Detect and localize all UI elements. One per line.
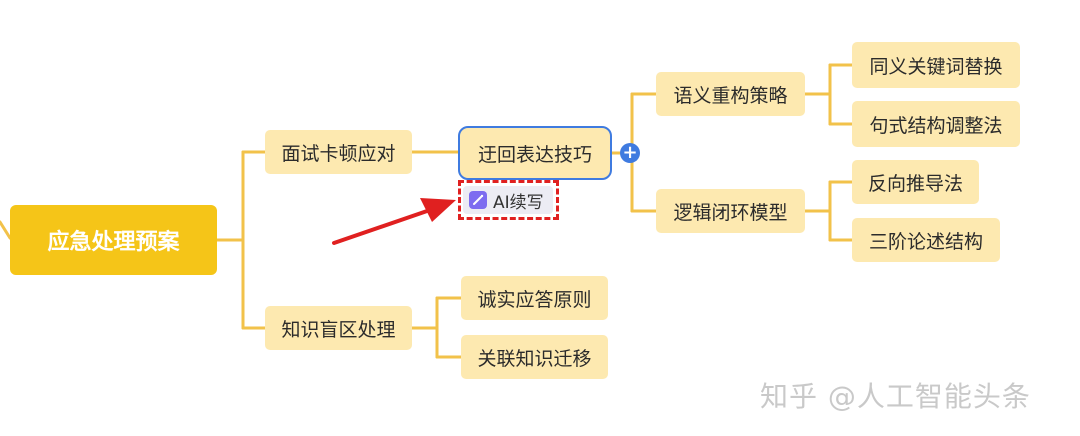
leaf-reverse-deduction[interactable]: 反向推导法: [852, 160, 979, 204]
leaf-label: 同义关键词替换: [869, 55, 1003, 78]
branch-node-label: 知识盲区处理: [281, 318, 396, 341]
leaf-label: 句式结构调整法: [869, 114, 1003, 137]
connector-line: [0, 220, 12, 240]
watermark: 知乎 @人工智能头条: [760, 375, 1031, 415]
branch-node-knowledge-gap[interactable]: 知识盲区处理: [265, 306, 412, 350]
plus-icon: +: [622, 142, 638, 163]
leaf-knowledge-transfer[interactable]: 关联知识迁移: [461, 335, 608, 379]
leaf-synonym-replacement[interactable]: 同义关键词替换: [852, 42, 1020, 88]
leaf-honest-answer[interactable]: 诚实应答原则: [461, 276, 608, 320]
node-semantic-restructuring[interactable]: 语义重构策略: [656, 72, 805, 116]
ai-highlight-box: [458, 180, 559, 220]
leaf-label: 诚实应答原则: [477, 288, 592, 311]
node-label: 语义重构策略: [673, 84, 788, 107]
node-label: 逻辑闭环模型: [673, 201, 788, 224]
selected-node-label: 迂回表达技巧: [477, 143, 592, 166]
selected-node-circumlocution[interactable]: 迂回表达技巧: [458, 126, 612, 180]
magic-wand-icon: [469, 191, 487, 209]
red-arrow: [332, 198, 456, 245]
ai-continue-label: AI续写: [493, 192, 544, 213]
node-logic-loop-model[interactable]: 逻辑闭环模型: [656, 189, 805, 233]
leaf-label: 反向推导法: [867, 172, 963, 195]
watermark-text: 知乎 @人工智能头条: [760, 380, 1031, 413]
branch-node-interview-stall[interactable]: 面试卡顿应对: [265, 130, 412, 174]
leaf-label: 三阶论述结构: [868, 230, 983, 253]
root-node[interactable]: 应急处理预案: [10, 205, 217, 275]
leaf-three-stage-argument[interactable]: 三阶论述结构: [852, 218, 1000, 262]
leaf-sentence-restructure[interactable]: 句式结构调整法: [852, 101, 1020, 147]
add-child-button[interactable]: +: [620, 143, 640, 163]
root-node-label: 应急处理预案: [47, 230, 180, 255]
leaf-label: 关联知识迁移: [477, 347, 592, 370]
branch-node-label: 面试卡顿应对: [281, 142, 396, 165]
ai-continue-button[interactable]: AI续写: [463, 186, 553, 214]
